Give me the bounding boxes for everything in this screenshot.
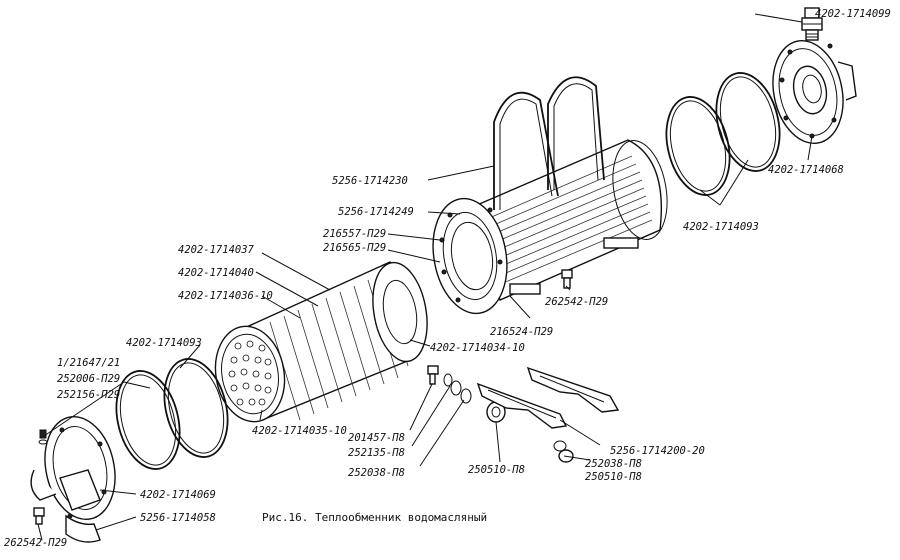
label-4202-1714093-left: 4202-1714093 [126,337,202,349]
bracket-front [476,382,568,429]
leader-lines [37,13,813,541]
bracket-rear [526,366,620,413]
plug-part [801,7,823,41]
label-216524-p29: 216524-П29 [490,326,553,338]
bolt-set [427,365,472,404]
label-5256-1714249: 5256-1714249 [338,206,414,218]
label-262542-p29-center: 262542-П29 [545,296,608,308]
figure-caption: Рис.16. Теплообменник водомасляный [262,511,487,524]
screw-washer-left [38,429,48,445]
label-216565-p29: 216565-П29 [323,242,386,254]
u-tube-2 [547,76,605,190]
label-5256-1714058: 5256-1714058 [140,512,216,524]
u-tube-1 [493,91,559,210]
label-5256-1714230: 5256-1714230 [332,175,408,187]
label-4202-1714034-10: 4202-1714034-10 [430,342,525,354]
label-4202-1714069: 4202-1714069 [140,489,216,501]
cap-screw-center [561,269,573,289]
label-5256-1714200-20: 5256-1714200-20 [610,445,705,457]
label-250510-p8-b: 250510-П8 [585,471,642,483]
sealing-ring-left-1 [163,358,229,458]
cap-screw-left [33,507,45,525]
label-4202-1714040: 4202-1714040 [178,267,254,279]
label-201457-p8: 201457-П8 [348,432,405,444]
nut-washer-lower [553,440,574,463]
end-cover-right [772,39,857,145]
label-1-21647-21: 1/21647/21 [57,357,120,369]
sealing-ring-right-2 [665,96,731,196]
label-252038-p8-a: 252038-П8 [348,467,405,479]
label-252006-p29: 252006-П29 [57,373,120,385]
label-4202-1714035-10: 4202-1714035-10 [252,425,347,437]
end-cover-left [30,415,116,543]
label-262542-p29-left: 262542-П29 [4,537,67,549]
label-252156-p29: 252156-П29 [57,389,120,401]
label-4202-1714037: 4202-1714037 [178,244,255,256]
label-252135-p8: 252135-П8 [348,447,405,459]
label-4202-1714099: 4202-1714099 [815,8,891,20]
label-4202-1714068: 4202-1714068 [768,164,844,176]
label-252038-p8-b: 252038-П8 [585,458,642,470]
label-250510-p8-a: 250510-П8 [468,464,525,476]
label-4202-1714036-10: 4202-1714036-10 [178,290,273,302]
sealing-ring-left-2 [115,370,181,470]
label-4202-1714093-right: 4202-1714093 [683,221,759,233]
part-labels: 4202-1714099 4202-1714068 4202-1714093 5… [4,8,891,549]
housing-body [432,139,668,315]
sealing-ring-right-1 [715,72,781,172]
label-216557-p29: 216557-П29 [323,228,386,240]
perforated-end-plate [214,325,286,423]
